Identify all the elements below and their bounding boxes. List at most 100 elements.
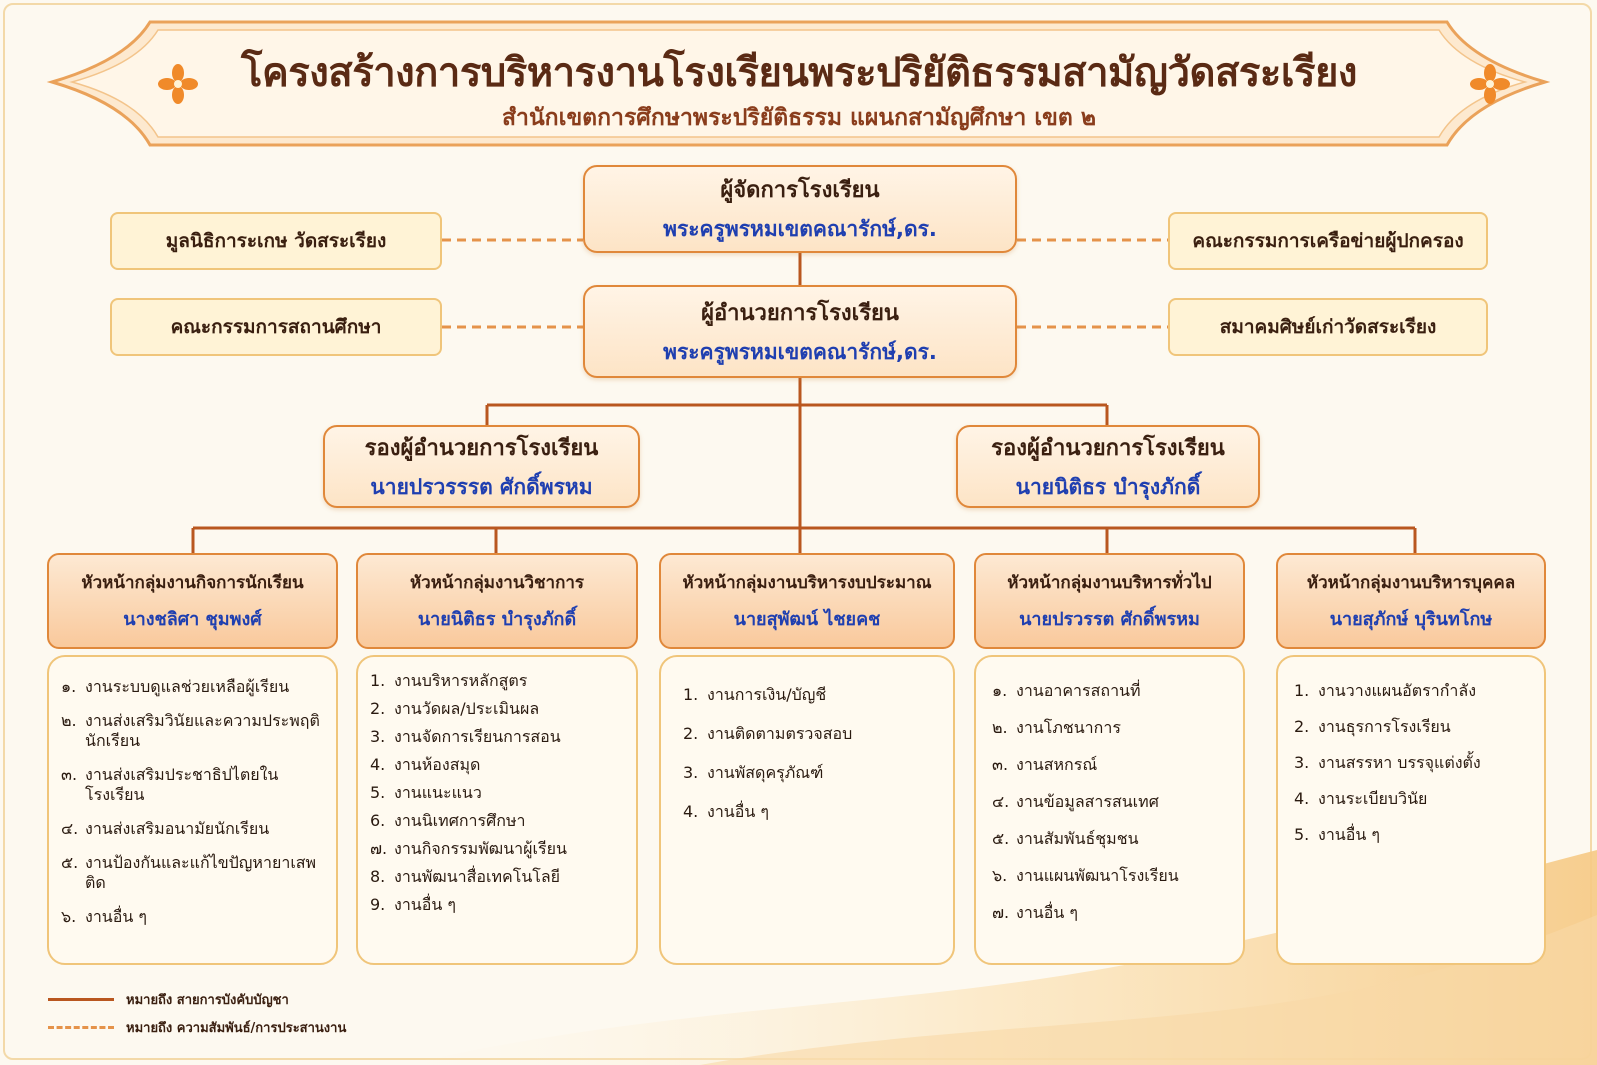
duty-item-text: งานแผนพัฒนาโรงเรียน <box>1016 866 1179 885</box>
duty-item-number: ๔. <box>61 819 79 838</box>
duty-item: 8.งานพัฒนาสื่อเทคโนโลยี <box>370 867 628 887</box>
duty-item: ๒.งานโภชนาการ <box>992 718 1235 738</box>
page-subtitle: สำนักเขตการศึกษาพระปริยัติธรรม แผนกสามัญ… <box>501 105 1097 131</box>
duty-item-number: 2. <box>1294 717 1310 736</box>
group-leader-name: นายสุพัฒน์ ไชยคช <box>733 609 881 630</box>
duty-list: ๑.งานอาคารสถานที่๒.งานโภชนาการ๓.งานสหกรณ… <box>992 681 1235 923</box>
side-box-school-board: คณะกรรมการสถานศึกษา <box>110 298 442 356</box>
duty-item-text: งานวางแผนอัตรากำลัง <box>1318 681 1477 700</box>
duty-item-number: ๗. <box>992 903 1010 922</box>
group-head-academic: หัวหน้ากลุ่มงานวิชาการ นายนิติธร บำรุงภั… <box>356 553 638 649</box>
duty-item-number: 3. <box>370 727 386 746</box>
duty-item: ๒.งานส่งเสริมวินัยและความประพฤตินักเรียน <box>61 711 328 751</box>
group-duties-budget: 1.งานการเงิน/บัญชี 2.งานติดตามตรวจสอบ 3. งา… <box>659 655 955 965</box>
group-head-general-admin: หัวหน้ากลุ่มงานบริหารทั่วไป นายปรวรรต ศั… <box>974 553 1245 649</box>
group-leader-name: นายนิติธร บำรุงภักดิ์ <box>417 609 577 630</box>
duty-item-text: งานป้องกันและแก้ไขปัญหายาเสพติด <box>85 853 317 892</box>
duty-list: ๑.งานระบบดูแลช่วยเหลือผู้เรียน๒.งานส่งเส… <box>61 677 328 927</box>
title-banner <box>46 20 1551 147</box>
duty-item-text: งานอาคารสถานที่ <box>1016 681 1141 700</box>
group-role: หัวหน้ากลุ่มงานบริหารบุคคล <box>1306 573 1516 593</box>
director-role: ผู้อำนวยการโรงเรียน <box>701 300 899 326</box>
legend-solid-label: หมายถึง สายการบังคับบัญชา <box>126 992 289 1008</box>
manager-box: ผู้จัดการโรงเรียน พระครูพรหมเขตคณารักษ์,… <box>583 165 1017 253</box>
duty-item: ๕. งานป้องกันและแก้ไขปัญหายาเสพติด <box>61 853 328 893</box>
duty-item-text: งานอื่น ๆ <box>1016 903 1078 922</box>
duty-item-text: งานแนะแนว <box>394 783 482 802</box>
group-role: หัวหน้ากลุ่มงานกิจการนักเรียน <box>81 573 304 593</box>
duty-item: 2.งานติดตามตรวจสอบ <box>683 724 945 744</box>
duty-item: 5. งานแนะแนว <box>370 783 628 803</box>
duty-item: ๑.งานอาคารสถานที่ <box>992 681 1235 701</box>
deputy-director-box: รองผู้อำนวยการโรงเรียน นายนิติธร บำรุงภั… <box>956 425 1260 508</box>
duty-item-text: งานอื่น ๆ <box>394 895 456 914</box>
duty-item: 1.งานบริหารหลักสูตร <box>370 671 628 691</box>
side-box-parent-network: คณะกรรมการเครือข่ายผู้ปกครอง <box>1168 212 1488 270</box>
duty-item: ๑.งานระบบดูแลช่วยเหลือผู้เรียน <box>61 677 328 697</box>
duty-item-number: 4. <box>683 802 699 821</box>
duty-item-number: 9. <box>370 895 386 914</box>
duty-item-number: 4. <box>370 755 386 774</box>
duty-item-number: 3. <box>683 763 699 782</box>
duty-item: 3. งานสรรหา บรรจุแต่งตั้ง <box>1294 753 1536 773</box>
group-duties-general-admin: ๑.งานอาคารสถานที่๒.งานโภชนาการ๓.งานสหกรณ… <box>974 655 1245 965</box>
duty-item-text: งานพัฒนาสื่อเทคโนโลยี <box>394 867 561 886</box>
duty-item: 5.งานอื่น ๆ <box>1294 825 1536 845</box>
duty-item-text: งานสัมพันธ์ชุมชน <box>1016 829 1139 848</box>
duty-item: 9. งานอื่น ๆ <box>370 895 628 915</box>
legend-dashed-label: หมายถึง ความสัมพันธ์/การประสานงาน <box>126 1020 347 1036</box>
duty-item-text: งานระเบียบวินัย <box>1318 789 1428 808</box>
duty-item-number: 4. <box>1294 789 1310 808</box>
duty-item: 2.งานวัดผล/ประเมินผล <box>370 699 628 719</box>
manager-name: พระครูพรหมเขตคณารักษ์,ดร. <box>663 217 937 241</box>
duty-item: 6.งานนิเทศการศึกษา <box>370 811 628 831</box>
duty-item-number: ๓. <box>61 765 78 784</box>
page-title: โครงสร้างการบริหารงานโรงเรียนพระปริยัติธ… <box>241 50 1357 96</box>
duty-item: 3.งานจัดการเรียนการสอน <box>370 727 628 747</box>
group-leader-name: นางชลิศา ชุมพงศ์ <box>123 609 262 630</box>
duty-item: ๓.งานสหกรณ์ <box>992 755 1235 775</box>
duty-item: ๗.งานกิจกรรมพัฒนาผู้เรียน <box>370 839 628 859</box>
duty-item-text: งานนิเทศการศึกษา <box>394 811 526 830</box>
legend: หมายถึง สายการบังคับบัญชา หมายถึง ความสั… <box>48 985 408 1041</box>
deputy-name: นายนิติธร บำรุงภักดิ์ <box>1015 474 1201 499</box>
group-leader-name: นายสุภักษ์ บุรินทโกษ <box>1329 609 1493 630</box>
duty-item: 3. งานพัสดุครุภัณฑ์ <box>683 763 945 783</box>
group-head-personnel: หัวหน้ากลุ่มงานบริหารบุคคล นายสุภักษ์ บุ… <box>1276 553 1546 649</box>
flower-ornament-right-icon <box>1470 64 1510 104</box>
group-head-student-affairs: หัวหน้ากลุ่มงานกิจการนักเรียน นางชลิศา ช… <box>47 553 338 649</box>
group-duties-personnel: 1. งานวางแผนอัตรากำลัง 2.งานธุรการโรงเรียน… <box>1276 655 1546 965</box>
duty-item: 1. งานวางแผนอัตรากำลัง <box>1294 681 1536 701</box>
duty-item: 4. งานอื่น ๆ <box>683 802 945 822</box>
duty-item-number: ๗. <box>370 839 388 858</box>
duty-item-text: งานติดตามตรวจสอบ <box>707 724 853 743</box>
duty-item-text: งานส่งเสริมประชาธิปไตยในโรงเรียน <box>85 765 279 804</box>
duty-item: 2.งานธุรการโรงเรียน <box>1294 717 1536 737</box>
duty-item: ๖.งานอื่น ๆ <box>61 907 328 927</box>
duty-item-number: 1. <box>683 685 699 704</box>
duty-item-text: งานส่งเสริมวินัยและความประพฤตินักเรียน <box>85 711 320 750</box>
duty-item-text: งานอื่น ๆ <box>85 907 147 926</box>
duty-item-number: 3. <box>1294 753 1310 772</box>
duty-item-number: ๒. <box>992 718 1008 737</box>
duty-list: 1.งานบริหารหลักสูตร 2.งานวัดผล/ประเมินผล 3… <box>370 671 628 915</box>
duty-item-number: ๕. <box>61 853 79 872</box>
director-name: พระครูพรหมเขตคณารักษ์,ดร. <box>663 339 937 364</box>
duty-item-text: งานห้องสมุด <box>394 755 481 774</box>
duty-item-text: งานพัสดุครุภัณฑ์ <box>707 763 824 782</box>
duty-item-number: 1. <box>1294 681 1310 700</box>
duty-item-text: งานสรรหา บรรจุแต่งตั้ง <box>1318 753 1481 772</box>
side-box-foundation: มูลนิธิการะเกษ วัดสระเรียง <box>110 212 442 270</box>
duty-list: 1.งานการเงิน/บัญชี 2.งานติดตามตรวจสอบ 3. งา… <box>683 685 945 822</box>
duty-item-text: งานอื่น ๆ <box>707 802 769 821</box>
duty-item-number: 5. <box>370 783 386 802</box>
duty-item: ๗. งานอื่น ๆ <box>992 903 1235 923</box>
duty-item-number: ๑. <box>61 677 77 696</box>
duty-item: 1.งานการเงิน/บัญชี <box>683 685 945 705</box>
deputy-role: รองผู้อำนวยการโรงเรียน <box>991 435 1225 461</box>
group-leader-name: นายปรวรรต ศักดิ์พรหม <box>1019 609 1200 630</box>
duty-item: 4. งานห้องสมุด <box>370 755 628 775</box>
legend-solid-row: หมายถึง สายการบังคับบัญชา <box>48 985 408 1013</box>
manager-role: ผู้จัดการโรงเรียน <box>720 178 880 203</box>
duty-item: ๖.งานแผนพัฒนาโรงเรียน <box>992 866 1235 886</box>
